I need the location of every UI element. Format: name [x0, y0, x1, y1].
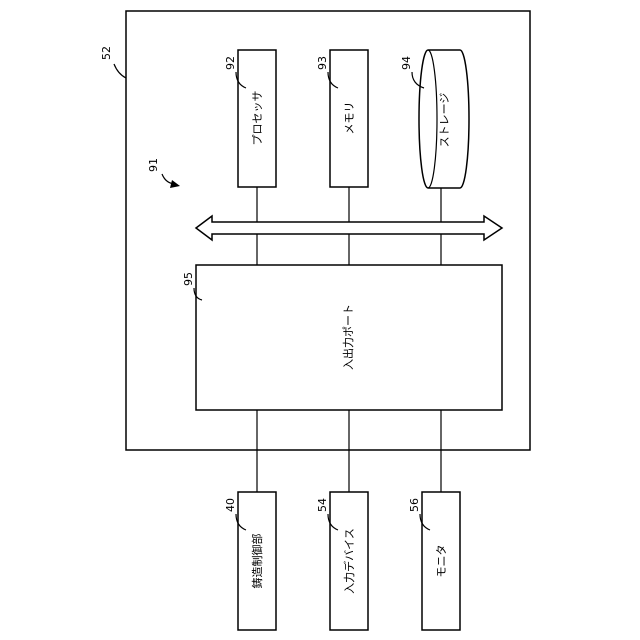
input-device-ref: 54 [316, 498, 329, 512]
io-port-label: 入出力ポート [341, 304, 355, 370]
input-device-label: 入力デバイス [342, 528, 356, 594]
processor-ref: 92 [224, 56, 237, 70]
memory-label: メモリ [343, 102, 356, 135]
casting-controller-ref: 40 [224, 498, 237, 512]
memory-ref: 93 [316, 56, 329, 70]
storage-label: ストレージ [438, 93, 451, 148]
system-ref-leader [114, 64, 126, 78]
monitor-ref: 56 [408, 498, 421, 512]
storage-ref: 94 [400, 56, 413, 70]
casting-controller-label: 鋳造制御部 [250, 534, 264, 589]
computer-ref: 91 [147, 158, 160, 172]
monitor-label: モニタ [435, 545, 448, 578]
io-port-ref: 95 [182, 272, 195, 286]
system-ref: 52 [100, 46, 113, 60]
processor-label: プロセッサ [251, 91, 264, 146]
